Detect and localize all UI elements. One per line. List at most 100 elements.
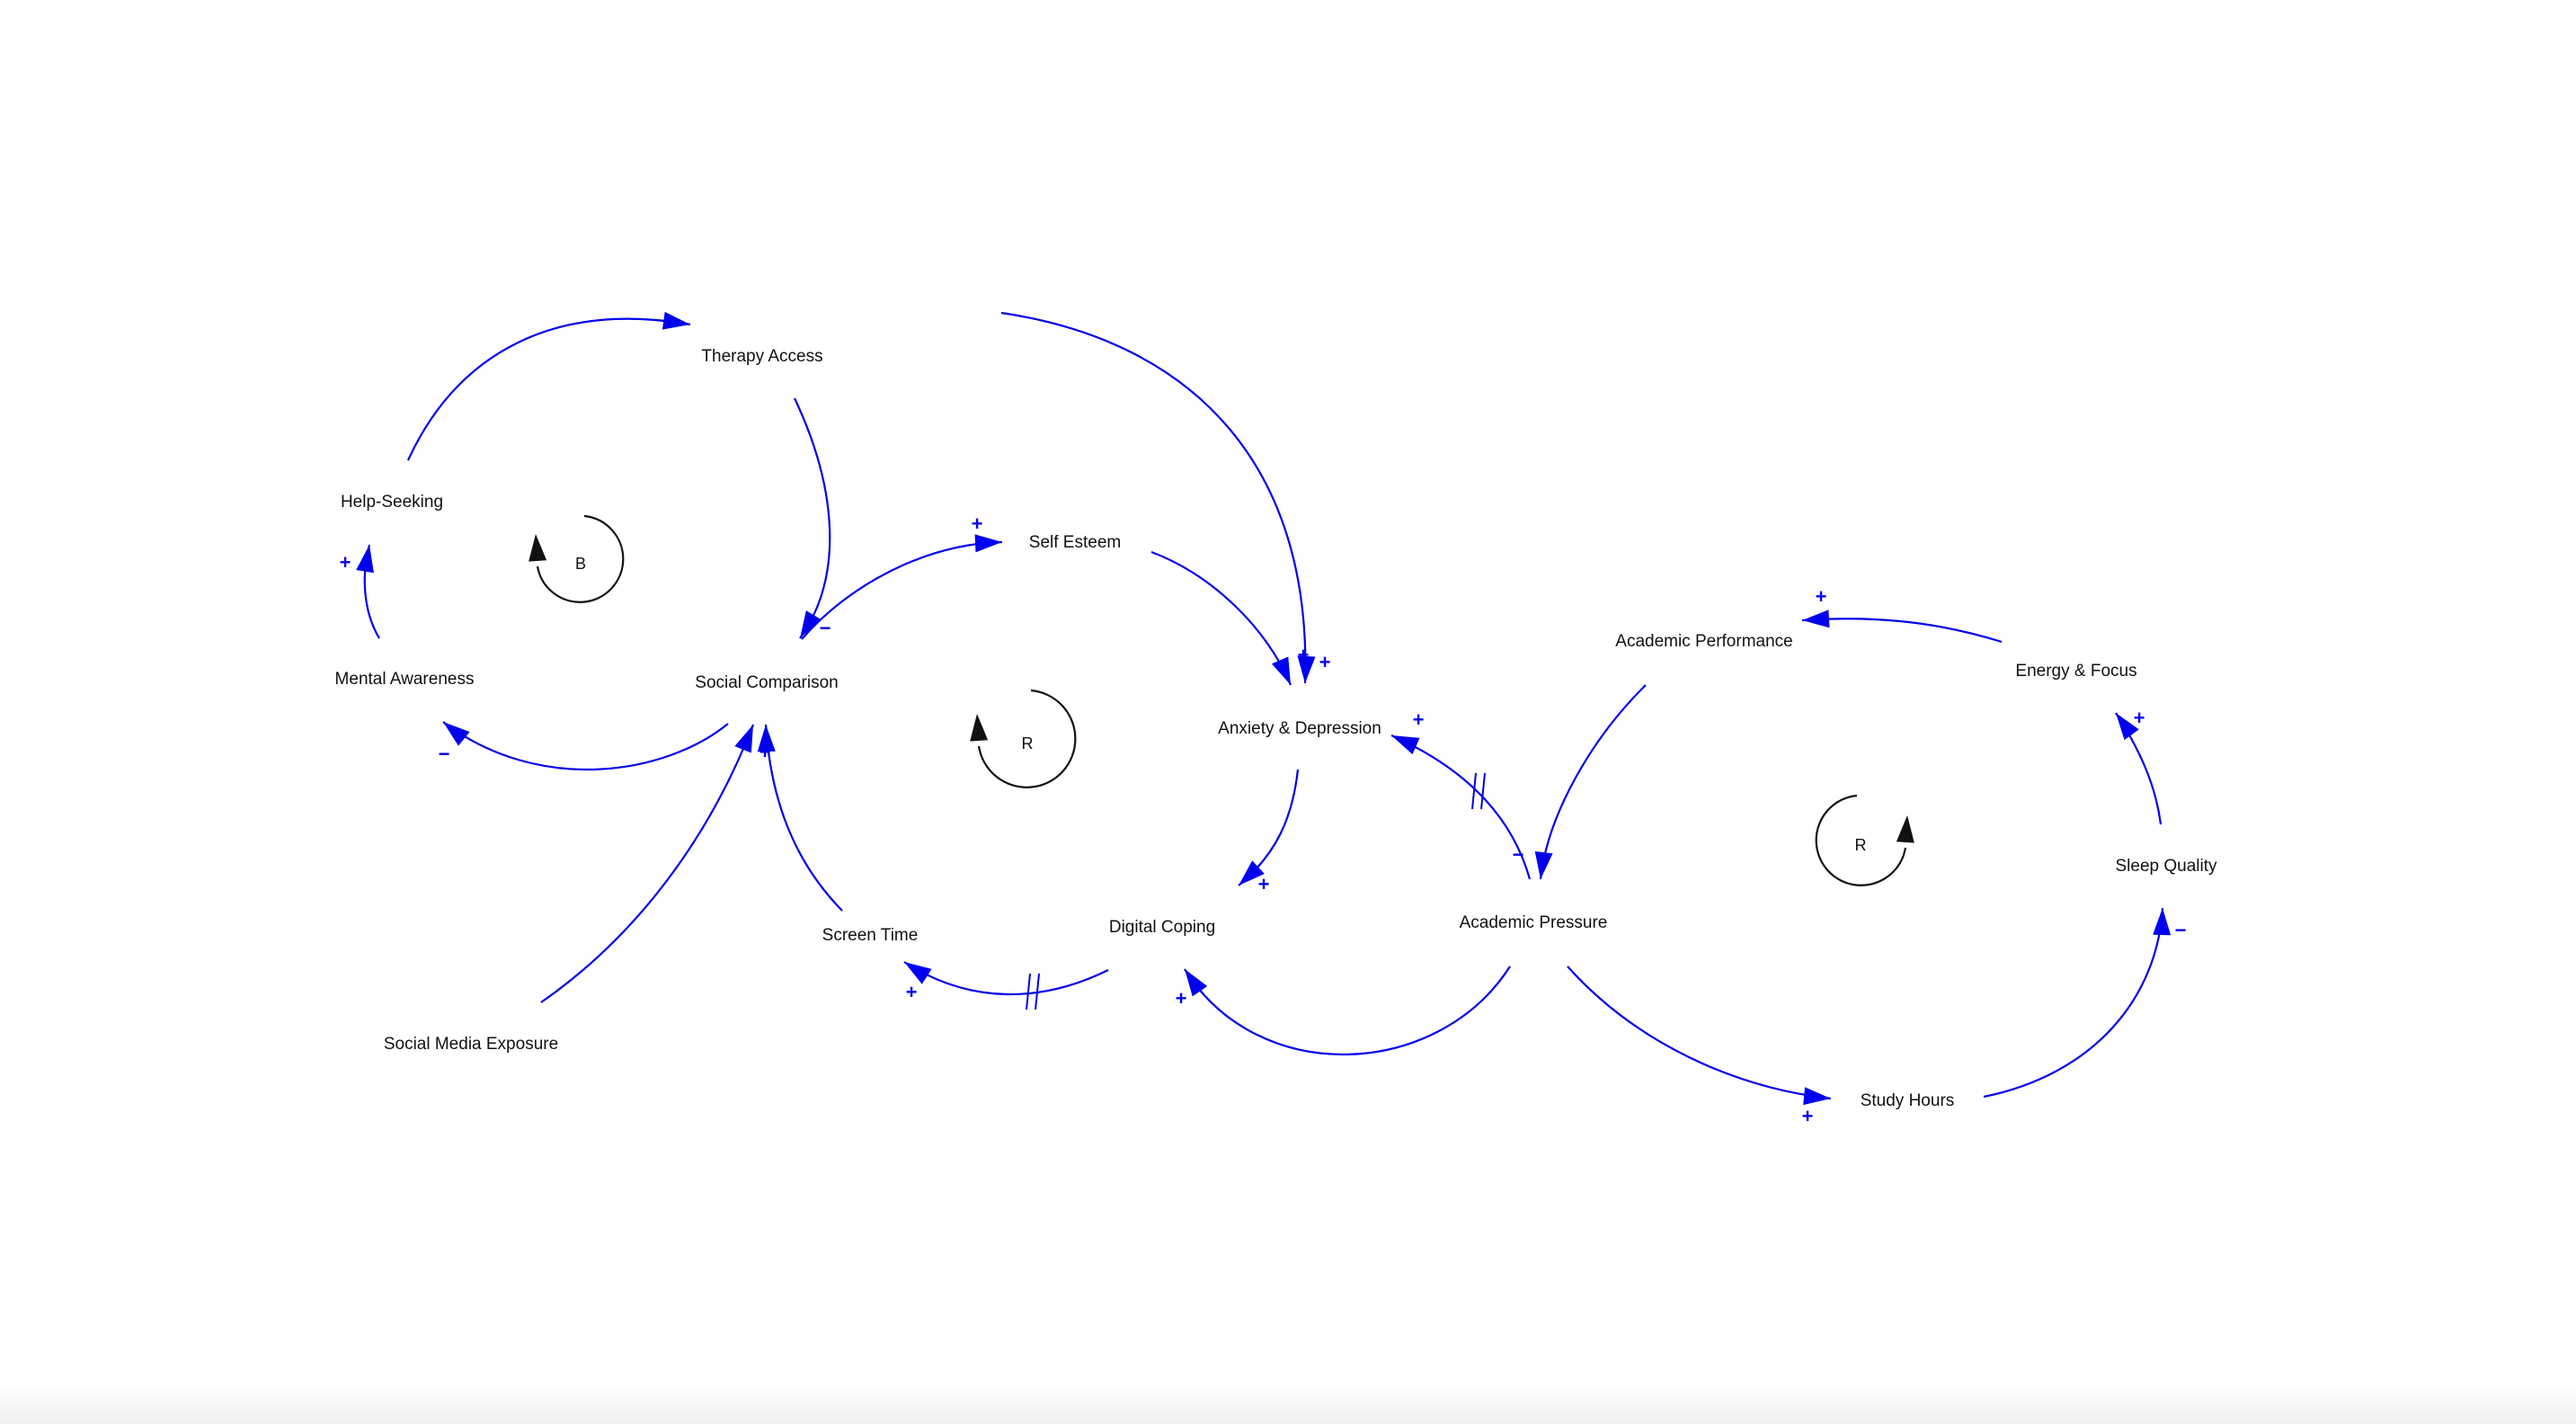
polarity-label: + — [1816, 585, 1827, 608]
causal-link-therapy-anxiety[interactable]: + — [1000, 311, 1331, 684]
variable-help[interactable]: Help-Seeking — [341, 493, 443, 512]
causal-link-esteem-anxiety[interactable]: + — [1150, 550, 1310, 686]
delay-mark — [1026, 973, 1031, 1010]
polarity-label-comparison-minus: − — [820, 617, 831, 639]
link-arrowhead — [800, 610, 822, 638]
link-arrowhead — [1271, 656, 1291, 685]
loop-arrowhead — [1896, 815, 1914, 843]
loop-arrowhead — [529, 534, 547, 562]
causal-link-coping-screen[interactable]: + — [903, 961, 1109, 1010]
causal-link-study-sleep[interactable]: − — [1983, 907, 2187, 1099]
causal-link-pressure-coping[interactable]: + — [1176, 966, 1511, 1056]
causal-link-comparison-esteem[interactable]: + — [801, 512, 1003, 640]
causal-link-smexposure-comparison[interactable] — [540, 724, 755, 1003]
loop-arc — [1815, 794, 1907, 886]
link-arrowhead — [904, 962, 932, 984]
link-arrowhead — [734, 725, 753, 753]
polarity-label: + — [906, 981, 918, 1003]
variable-therapy[interactable]: Therapy Access — [701, 347, 822, 366]
delay-mark — [1480, 772, 1486, 810]
link-curve[interactable] — [1801, 618, 2003, 644]
causal-link-awareness-help[interactable]: + — [340, 544, 380, 639]
delay-mark — [1471, 772, 1477, 810]
link-arrowhead — [1239, 860, 1265, 886]
variable-smexposure[interactable]: Social Media Exposure — [384, 1035, 558, 1054]
delay-mark — [1035, 973, 1040, 1010]
variable-sleep[interactable]: Sleep Quality — [2115, 857, 2217, 876]
causal-link-sleep-energy[interactable]: + — [2115, 707, 2163, 825]
link-arrowhead — [1534, 851, 1553, 879]
causal-link-comparison-awareness[interactable]: − — [439, 721, 729, 771]
link-arrowhead — [1391, 735, 1420, 755]
causal-link-screen-comparison[interactable]: + — [757, 724, 843, 912]
polarity-label: + — [1413, 708, 1425, 731]
links: + + − + + + + + + + − + − + + — [340, 311, 2187, 1127]
link-curve[interactable] — [1238, 769, 1300, 886]
polarity-label: − — [439, 743, 450, 765]
link-curve[interactable] — [801, 540, 1003, 640]
causal-link-help-therapy[interactable] — [407, 311, 691, 461]
loop-label: B — [575, 555, 586, 573]
link-arrowhead — [662, 311, 690, 330]
causal-link-anxiety-coping[interactable]: + — [1238, 769, 1300, 895]
link-arrowhead — [974, 534, 1002, 553]
variable-awareness[interactable]: Mental Awareness — [335, 670, 475, 689]
causal-link-pressure-anxiety[interactable]: + — [1390, 708, 1532, 880]
link-curve[interactable] — [1567, 966, 1832, 1100]
link-arrowhead — [757, 725, 776, 752]
link-curve[interactable] — [764, 724, 843, 912]
link-curve[interactable] — [1150, 550, 1292, 686]
link-arrowhead — [1297, 655, 1316, 683]
variable-coping[interactable]: Digital Coping — [1109, 918, 1215, 937]
causal-link-performance-pressure[interactable]: − — [1513, 684, 1647, 880]
polarity-label: + — [340, 551, 351, 574]
variable-study[interactable]: Study Hours — [1861, 1091, 1955, 1110]
causal-link-energy-performance[interactable]: + — [1801, 585, 2003, 644]
polarity-label: + — [1299, 650, 1310, 672]
loop-label: R — [1855, 836, 1867, 854]
variable-anxiety[interactable]: Anxiety & Depression — [1218, 719, 1381, 738]
variable-comparison[interactable]: Social Comparison — [695, 673, 838, 692]
link-arrowhead — [2153, 908, 2172, 936]
link-arrowhead — [356, 545, 374, 574]
link-curve[interactable] — [903, 961, 1109, 996]
variable-pressure[interactable]: Academic Pressure — [1460, 913, 1608, 932]
causal-link-pressure-study[interactable]: + — [1567, 966, 1832, 1127]
polarity-label: + — [972, 512, 983, 535]
variable-screen[interactable]: Screen Time — [822, 926, 919, 945]
loop-marker-loop-b: B — [529, 514, 625, 603]
link-curve[interactable] — [794, 397, 831, 639]
link-arrowhead — [1802, 610, 1830, 628]
polarity-label: + — [1802, 1105, 1814, 1127]
link-curve[interactable] — [407, 317, 691, 461]
polarity-label: + — [2134, 707, 2145, 729]
polarity-label: − — [1513, 843, 1524, 866]
loop-marker-loop-r2: R — [1815, 794, 1914, 886]
link-curve[interactable] — [442, 721, 729, 771]
link-arrowhead — [1185, 969, 1208, 997]
loop-label: R — [1022, 734, 1034, 752]
link-curve[interactable] — [1000, 311, 1307, 684]
polarity-label: + — [759, 741, 771, 763]
link-curve[interactable] — [1390, 734, 1532, 880]
variable-performance[interactable]: Academic Performance — [1615, 632, 1792, 651]
link-curve[interactable] — [1539, 684, 1647, 880]
link-arrowhead — [1803, 1087, 1831, 1106]
polarity-label: + — [1258, 873, 1270, 895]
variable-energy[interactable]: Energy & Focus — [2015, 662, 2136, 681]
link-curve[interactable] — [540, 724, 755, 1003]
link-curve[interactable] — [1184, 966, 1511, 1056]
loop-arc — [977, 689, 1077, 788]
link-arrowhead — [2116, 713, 2139, 741]
variable-esteem[interactable]: Self Esteem — [1029, 533, 1121, 552]
polarity-label: − — [2175, 919, 2187, 941]
link-curve[interactable] — [1983, 907, 2164, 1099]
polarity-label: + — [1176, 987, 1187, 1010]
loop-arc — [536, 514, 625, 603]
causal-link-therapy-comparison[interactable] — [794, 397, 831, 639]
polarity-label: + — [1319, 651, 1331, 673]
link-arrowhead — [443, 722, 470, 746]
loop-arrowhead — [970, 714, 989, 742]
